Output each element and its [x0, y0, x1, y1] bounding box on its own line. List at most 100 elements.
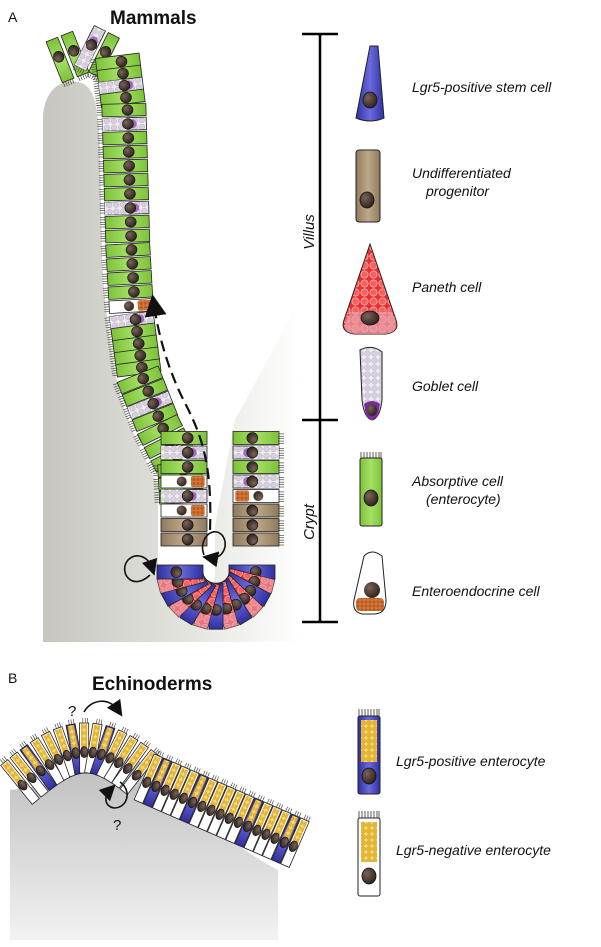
goblet-cell — [93, 76, 145, 96]
legend-absorptive-label-2: (enterocyte) — [426, 491, 501, 507]
legend-lgr5-negative-label: Lgr5-negative enterocyte — [396, 842, 551, 858]
lgr5-negative-enterocyte — [52, 722, 79, 778]
legend-stem-cell-icon — [355, 45, 385, 122]
lgr5-negative-enterocyte — [40, 727, 73, 781]
echinoderm-tissue — [10, 755, 278, 940]
enteroendocrine-cell — [232, 489, 284, 503]
lgr5-negative-enterocyte — [252, 802, 284, 856]
goblet-cell — [232, 474, 284, 489]
lgr5-negative-enterocyte — [161, 762, 192, 816]
lgr5-negative-enterocyte — [225, 790, 256, 844]
lgr5-negative-enterocyte — [29, 733, 66, 786]
enteroendocrine-cell — [160, 474, 208, 489]
crypt-label: Crypt — [301, 503, 318, 540]
scale-bar — [302, 32, 338, 624]
goblet-cell — [72, 24, 106, 75]
absorptive-cell — [45, 36, 75, 88]
absorptive-cell — [103, 284, 154, 300]
crypt-epithelium — [156, 431, 284, 630]
goblet-cell — [232, 445, 284, 460]
panel-a-title: Mammals — [110, 8, 197, 29]
lgr5-negative-enterocyte — [170, 766, 201, 820]
paneth-cell — [193, 580, 221, 630]
absorptive-cell — [232, 431, 284, 445]
lgr5-negative-enterocyte — [243, 798, 274, 852]
lgr5-negative-enterocyte — [216, 786, 247, 840]
lamina-propria — [43, 81, 300, 643]
lgr5-negative-enterocyte — [197, 778, 229, 832]
lgr5-negative-enterocyte — [151, 758, 183, 812]
legend-paneth-cell-icon — [342, 242, 398, 335]
lgr5-positive-enterocyte — [179, 770, 210, 824]
absorptive-cell — [96, 102, 147, 118]
absorptive-cell — [98, 158, 149, 174]
legend-progenitor-icon — [355, 149, 381, 223]
absorptive-cell — [112, 365, 164, 395]
absorptive-cell — [98, 144, 148, 160]
absorptive-cell — [160, 460, 208, 474]
panel-b-letter: B — [8, 670, 17, 686]
goblet-cell — [160, 445, 208, 460]
villus-label: Villus — [301, 214, 318, 250]
legend-stem-label: Lgr5-positive stem cell — [412, 79, 552, 95]
lgr5-positive-enterocyte — [89, 721, 116, 777]
lgr5-negative-enterocyte — [119, 747, 161, 796]
migration-arrow — [144, 294, 212, 531]
question-arrow-top — [83, 698, 123, 717]
progenitor-cell — [232, 518, 284, 532]
progenitor-cell — [160, 518, 208, 532]
legend-absorptive-label-1: Absorptive cell — [411, 473, 504, 489]
absorptive-cell — [160, 431, 208, 445]
absorptive-cell — [99, 186, 149, 202]
absorptive-cell — [100, 228, 151, 244]
absorptive-cell — [232, 460, 284, 474]
panel-a-letter: A — [8, 9, 18, 25]
enteroendocrine-cell — [160, 503, 208, 518]
lgr5-negative-enterocyte — [206, 782, 238, 836]
absorptive-cell — [100, 214, 150, 230]
legend-enteroendocrine-cell-icon — [353, 551, 387, 615]
absorptive-cell — [100, 242, 151, 258]
lgr5-negative-enterocyte — [95, 726, 129, 780]
progenitor-cell — [232, 503, 284, 518]
absorptive-cell — [117, 378, 169, 407]
absorptive-cell — [127, 403, 179, 432]
legend-enteroendocrine-label: Enteroendocrine cell — [412, 583, 541, 599]
legend-paneth-label: Paneth cell — [412, 279, 482, 295]
lgr5-positive-enterocyte — [271, 810, 302, 864]
legend-goblet-label: Goblet cell — [412, 378, 479, 394]
lgr5-negative-enterocyte — [261, 806, 293, 860]
question-mark-bottom: ? — [113, 817, 121, 834]
goblet-cell — [160, 489, 208, 503]
panel-b-title: Echinoderms — [92, 674, 212, 695]
goblet-cell — [97, 116, 147, 132]
absorptive-cell — [97, 130, 148, 146]
absorptive-cell — [101, 256, 152, 272]
goblet-cell — [122, 390, 174, 420]
legend-progenitor-label-2: progenitor — [425, 183, 490, 199]
echinoderm-epithelium — [0, 718, 311, 868]
legend-lgr5-positive-enterocyte-icon — [357, 709, 381, 795]
stem-cell — [156, 564, 204, 580]
question-mark-top: ? — [68, 703, 76, 720]
lgr5-negative-enterocyte — [9, 748, 49, 798]
legend-lgr5-negative-enterocyte-icon — [357, 811, 381, 897]
progenitor-cell — [232, 532, 284, 547]
legend-progenitor-label-1: Undifferentiated — [412, 165, 512, 181]
lgr5-positive-enterocyte — [19, 740, 58, 792]
lgr5-negative-enterocyte — [133, 750, 164, 804]
self-renewal-arrow-outer — [123, 555, 158, 583]
lgr5-negative-enterocyte — [111, 740, 151, 789]
lgr5-negative-enterocyte — [188, 774, 219, 828]
goblet-cell — [99, 200, 150, 216]
lgr5-negative-enterocyte — [103, 732, 140, 784]
lgr5-negative-enterocyte — [280, 814, 311, 868]
lgr5-positive-enterocyte — [142, 754, 174, 808]
question-arrow-bottom — [98, 781, 128, 809]
absorptive-cell — [102, 270, 153, 286]
progenitor-cell — [160, 532, 208, 547]
lgr5-negative-enterocyte — [0, 756, 40, 805]
self-renewal-arrow-inner — [201, 531, 226, 568]
legend-lgr5-positive-label: Lgr5-positive enterocyte — [396, 753, 546, 769]
